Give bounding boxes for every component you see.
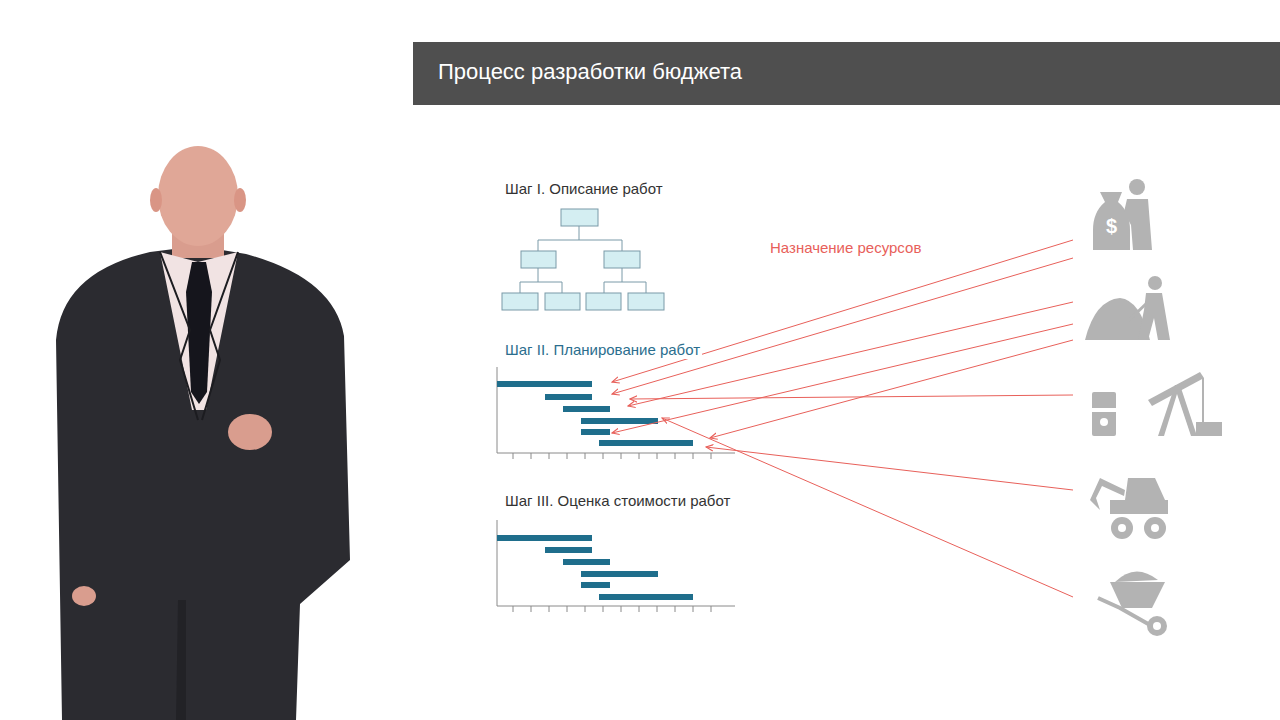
gantt-ticks: [513, 453, 711, 459]
wbs-tree: [502, 209, 664, 310]
slide-title: Процесс разработки бюджета: [438, 59, 742, 85]
person-head: [1129, 179, 1145, 195]
barrel-band: [1092, 408, 1116, 412]
wbs-box: [545, 293, 580, 310]
gantt-bar: [545, 394, 592, 400]
gantt-bar: [599, 594, 693, 600]
barrel: [1092, 392, 1116, 436]
worker-icon: [1085, 276, 1170, 340]
money-icon: [1093, 179, 1152, 250]
lapel: [160, 252, 198, 420]
tree-lines: [520, 226, 646, 293]
hand: [228, 414, 272, 450]
money-bag: [1093, 192, 1130, 250]
wbs-box: [561, 209, 598, 226]
ear: [150, 188, 162, 212]
pump-frame: [1158, 385, 1197, 436]
gantt-bar: [599, 440, 693, 446]
barrow-handle: [1098, 598, 1150, 625]
barrow-hub: [1153, 622, 1161, 630]
gantt-bar: [581, 571, 658, 577]
pump-rod: [1202, 378, 1204, 422]
shovel: [1125, 300, 1150, 324]
step-label: Шаг II. Планирование работ: [503, 341, 702, 359]
hand: [72, 586, 96, 606]
wheel: [1144, 517, 1166, 539]
excavator-arm: [1090, 478, 1125, 510]
wheel-hub: [1118, 524, 1126, 532]
wheel-hub: [1151, 524, 1159, 532]
wheelbarrow-icon: [1098, 571, 1167, 636]
load: [1115, 571, 1158, 582]
arrow-group-label: Назначение ресурсов: [768, 239, 923, 257]
gantt-ticks: [513, 606, 711, 612]
wbs-box: [521, 251, 556, 268]
excavator-body: [1110, 500, 1168, 514]
gantt-bar: [581, 418, 658, 424]
oil-icon: [1092, 372, 1222, 436]
resource-arrow: [612, 240, 1073, 382]
wheel: [1111, 517, 1133, 539]
gantt-axis: [497, 367, 735, 453]
title-bar: [413, 42, 1280, 105]
barrow-bucket: [1110, 582, 1165, 608]
resource-arrow: [706, 447, 1073, 490]
resource-arrow: [710, 340, 1073, 438]
excavator-icon: [1090, 478, 1168, 539]
pump-base: [1196, 422, 1222, 436]
gantt-axis: [497, 520, 735, 606]
step-label: Шаг III. Оценка стоимости работ: [503, 492, 732, 510]
wbs-box: [502, 293, 538, 310]
presenter-figure: [56, 146, 350, 720]
person-body: [1124, 199, 1152, 250]
barrel-mark: [1100, 418, 1108, 426]
gantt-bar: [563, 559, 610, 565]
head: [158, 146, 238, 246]
resource-arrow: [630, 395, 1073, 399]
barrow-wheel: [1147, 616, 1167, 636]
excavator-cab: [1125, 478, 1165, 500]
resource-arrow: [612, 258, 1073, 394]
lapel: [202, 252, 238, 420]
gantt-bar: [497, 535, 592, 541]
wbs-box: [604, 251, 640, 268]
gantt-bar: [581, 582, 610, 588]
gantt-bar: [581, 429, 610, 435]
worker-head: [1148, 276, 1162, 290]
gantt-chart: [497, 520, 735, 612]
gantt-bar: [545, 547, 592, 553]
wbs-box: [628, 293, 664, 310]
wbs-box: [586, 293, 621, 310]
trouser-line: [176, 600, 186, 720]
gantt-bar: [497, 381, 592, 387]
resource-arrows: [612, 240, 1073, 597]
gantt-bar: [563, 406, 610, 412]
step-label: Шаг I. Описание работ: [503, 180, 665, 198]
shirt: [160, 252, 238, 410]
currency-sign: $: [1104, 214, 1119, 238]
ear: [234, 188, 246, 212]
worker-body: [1138, 293, 1170, 340]
suit: [56, 246, 350, 720]
